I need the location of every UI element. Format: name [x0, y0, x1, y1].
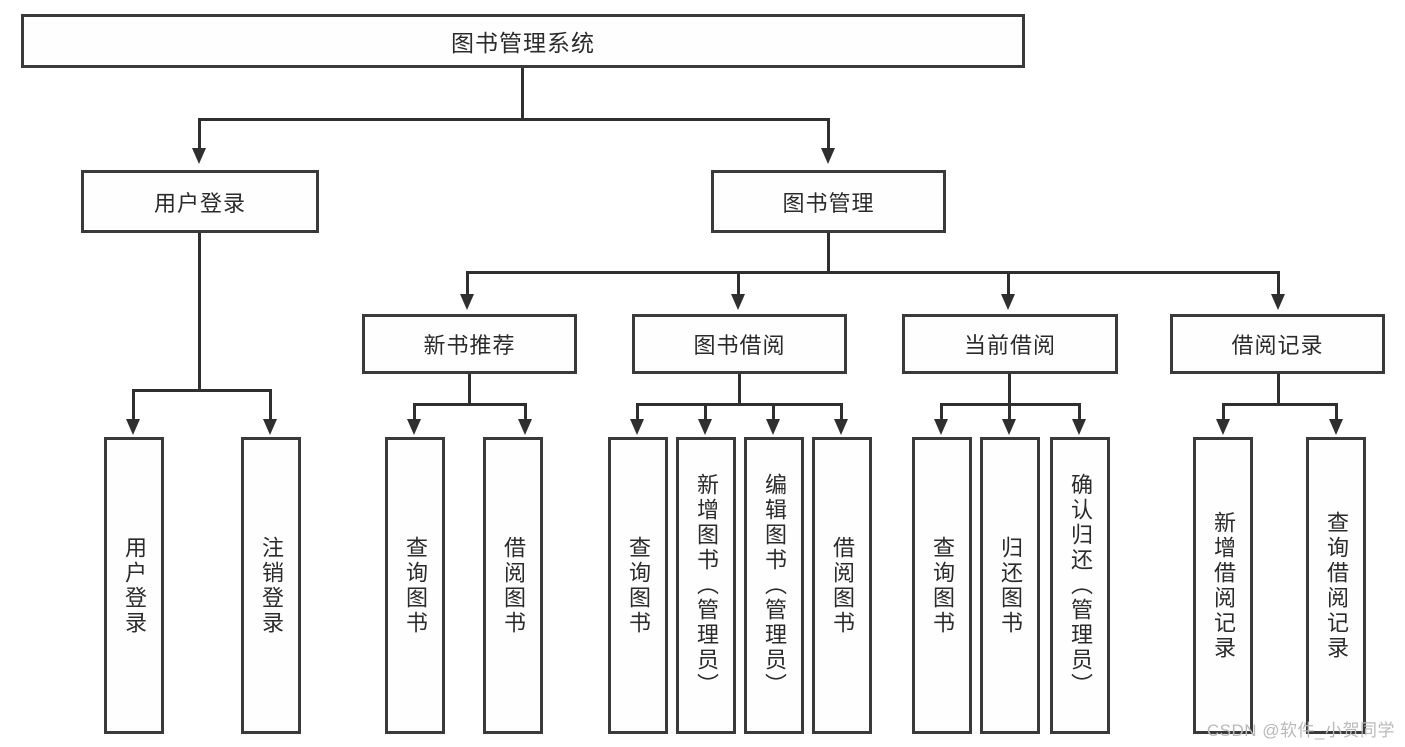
arrow-cb-return — [1002, 419, 1016, 435]
connector-drop-user-login — [198, 118, 201, 150]
arrow-bb-edit — [766, 419, 780, 435]
arrow-bb-add — [698, 419, 712, 435]
node-label: 新增图书（管理员） — [694, 473, 719, 698]
node-label: 查询图书 — [930, 535, 955, 636]
arrow-book-manage — [821, 148, 835, 164]
connector-drop-cb-return — [1008, 403, 1011, 421]
node-label: 图书借阅 — [693, 333, 786, 358]
connector-level3-bus — [466, 271, 1280, 274]
node-label: 用户登录 — [153, 190, 246, 216]
connector-drop-bb-add — [704, 403, 707, 421]
arrow-br-add — [1216, 419, 1230, 435]
node-root-library-system[interactable]: 图书管理系统 — [21, 14, 1025, 68]
connector-book-borrow-bus — [636, 403, 843, 406]
connector-book-borrow-stem — [738, 374, 741, 405]
connector-level2-bus — [198, 118, 830, 121]
arrow-borrow-record — [1271, 294, 1285, 310]
node-label: 当前借阅 — [963, 333, 1056, 358]
arrow-cb-confirm — [1072, 419, 1086, 435]
node-label: 借阅图书 — [501, 535, 526, 636]
connector-drop-cb-confirm — [1078, 403, 1081, 421]
connector-drop-bb-borrow — [840, 403, 843, 421]
leaf-record-add[interactable]: 新增借阅记录 — [1193, 437, 1253, 734]
connector-drop-bb-edit — [772, 403, 775, 421]
arrow-leaf-logout — [263, 419, 277, 435]
node-label: 借阅记录 — [1231, 333, 1324, 358]
connector-drop-leaf-logout — [269, 389, 272, 421]
connector-current-borrow-stem — [1008, 374, 1011, 405]
node-label: 确认归还（管理员） — [1068, 473, 1093, 698]
connector-new-book-stem — [468, 374, 471, 405]
connector-user-login-stem — [198, 233, 201, 392]
leaf-newbook-borrow-book[interactable]: 借阅图书 — [483, 437, 543, 734]
node-label: 图书管理 — [782, 190, 875, 216]
connector-borrow-record-bus — [1222, 403, 1338, 406]
watermark: CSDN @软件_小贺同学 — [1206, 721, 1395, 740]
arrow-cb-query — [934, 419, 948, 435]
leaf-borrow-add-book[interactable]: 新增图书（管理员） — [676, 437, 736, 734]
node-label: 查询图书 — [403, 535, 428, 636]
arrow-nb-query — [407, 419, 421, 435]
connector-drop-current-borrow — [1007, 271, 1010, 297]
arrow-br-query — [1329, 419, 1343, 435]
connector-drop-nb-borrow — [524, 403, 527, 421]
node-label: 用户登录 — [122, 535, 147, 636]
leaf-logout[interactable]: 注销登录 — [241, 437, 301, 734]
leaf-borrow-query-book[interactable]: 查询图书 — [608, 437, 668, 734]
node-current-borrow[interactable]: 当前借阅 — [902, 314, 1118, 374]
leaf-borrow-borrow-book[interactable]: 借阅图书 — [812, 437, 872, 734]
arrow-bb-query — [630, 419, 644, 435]
connector-drop-br-query — [1335, 403, 1338, 421]
connector-user-login-bus — [132, 389, 271, 392]
arrow-book-borrow — [731, 294, 745, 310]
leaf-user-login[interactable]: 用户登录 — [104, 437, 164, 734]
arrow-user-login — [192, 148, 206, 164]
node-new-book-recommend[interactable]: 新书推荐 — [362, 314, 577, 374]
connector-drop-book-manage — [827, 118, 830, 150]
node-label: 新增借阅记录 — [1211, 510, 1236, 661]
connector-drop-cb-query — [940, 403, 943, 421]
node-label: 图书管理系统 — [451, 30, 595, 56]
connector-drop-bb-query — [636, 403, 639, 421]
arrow-leaf-user-login — [126, 419, 140, 435]
leaf-borrow-edit-book[interactable]: 编辑图书（管理员） — [744, 437, 804, 734]
leaf-current-query-book[interactable]: 查询图书 — [912, 437, 972, 734]
node-label: 查询借阅记录 — [1324, 510, 1349, 661]
node-label: 借阅图书 — [830, 535, 855, 636]
connector-drop-book-borrow — [737, 271, 740, 297]
node-book-borrow[interactable]: 图书借阅 — [632, 314, 847, 374]
connector-new-book-bus — [413, 403, 527, 406]
leaf-record-query[interactable]: 查询借阅记录 — [1306, 437, 1366, 734]
leaf-current-confirm-return[interactable]: 确认归还（管理员） — [1050, 437, 1110, 734]
connector-drop-borrow-record — [1277, 271, 1280, 297]
leaf-current-return-book[interactable]: 归还图书 — [980, 437, 1040, 734]
leaf-newbook-query-book[interactable]: 查询图书 — [385, 437, 445, 734]
arrow-current-borrow — [1001, 294, 1015, 310]
connector-root-stem — [521, 68, 524, 120]
node-label: 编辑图书（管理员） — [762, 473, 787, 698]
arrow-new-book — [460, 294, 474, 310]
node-user-login[interactable]: 用户登录 — [81, 170, 319, 233]
connector-borrow-record-stem — [1277, 374, 1280, 405]
node-borrow-record[interactable]: 借阅记录 — [1170, 314, 1385, 374]
node-label: 查询图书 — [626, 535, 651, 636]
connector-drop-br-add — [1222, 403, 1225, 421]
connector-drop-new-book — [466, 271, 469, 297]
connector-drop-leaf-user-login — [132, 389, 135, 421]
connector-drop-nb-query — [413, 403, 416, 421]
connector-book-manage-stem — [827, 233, 830, 273]
node-label: 注销登录 — [259, 535, 284, 636]
node-book-management[interactable]: 图书管理 — [711, 170, 946, 233]
node-label: 归还图书 — [998, 535, 1023, 636]
arrow-bb-borrow — [834, 419, 848, 435]
arrow-nb-borrow — [518, 419, 532, 435]
node-label: 新书推荐 — [423, 333, 516, 358]
